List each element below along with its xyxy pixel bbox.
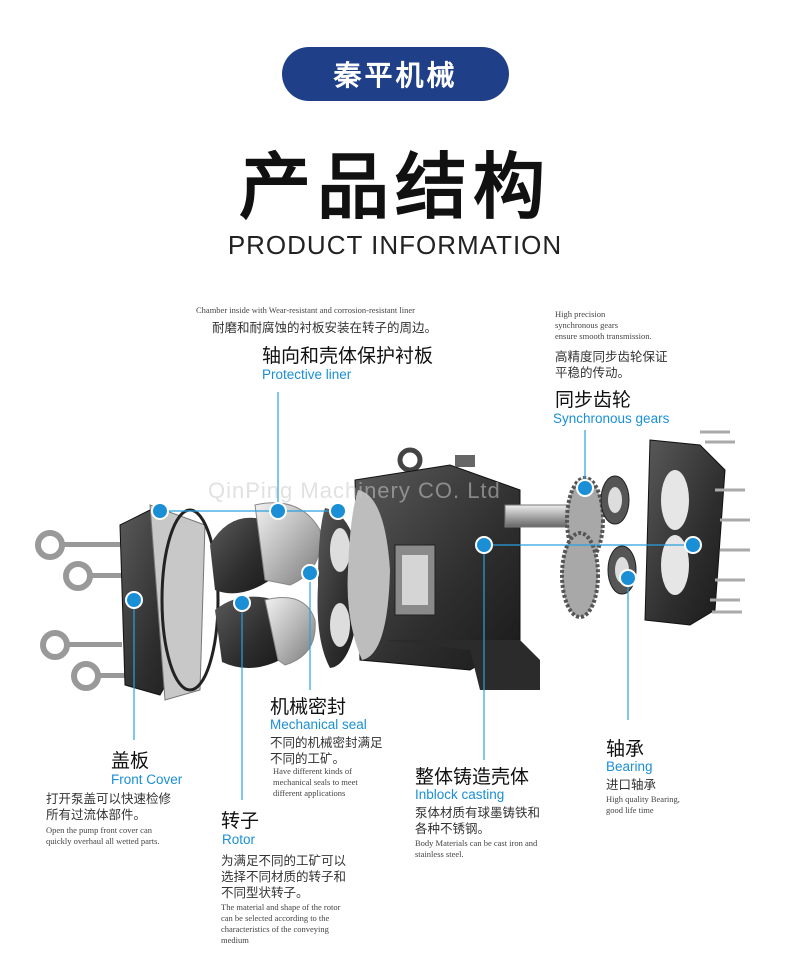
rotor-cn-title: 转子 — [221, 810, 260, 832]
rotors — [210, 502, 322, 669]
gears-en-note-1: High precision — [555, 309, 606, 319]
casting-en-title: Inblock casting — [415, 787, 505, 802]
cover-en-note-1: Open the pump front cover can — [46, 825, 152, 835]
bearing-en-note-2: good life time — [606, 805, 654, 815]
rotor-en-note-1: The material and shape of the rotor — [221, 902, 341, 912]
bearing-cn-note: 进口轴承 — [606, 777, 657, 792]
o-ring — [160, 508, 220, 692]
rotor-en-title: Rotor — [222, 832, 256, 847]
gears-cn-note-2: 平稳的传动。 — [555, 365, 631, 380]
cover-cn-title: 盖板 — [111, 750, 150, 772]
cover-cn-note-2: 所有过流体部件。 — [46, 807, 147, 822]
rotor-cn-note-1: 为满足不同的工矿可以 — [221, 853, 347, 868]
rotor-en-note-2: can be selected according to the — [221, 913, 330, 923]
eye-bolts — [35, 530, 138, 691]
brand-badge: 秦平机械 — [282, 47, 509, 101]
seal-en-note-2: mechanical seals to meet — [273, 777, 358, 787]
seal-cn-title: 机械密封 — [270, 696, 347, 718]
seal-cn-note-2: 不同的工矿。 — [270, 751, 346, 766]
gears-cn-note-1: 高精度同步齿轮保证 — [555, 349, 668, 364]
casting-en-note-1: Body Materials can be cast iron and — [415, 838, 538, 848]
casting-cn-note-1: 泵体材质有球墨铸铁和 — [415, 805, 541, 820]
rotor-cn-note-2: 选择不同材质的转子和 — [221, 869, 347, 884]
gears-cn-title: 同步齿轮 — [555, 389, 632, 411]
bearing-en-title: Bearing — [606, 759, 653, 774]
casting-en-note-2: stainless steel. — [415, 849, 464, 859]
seal-en-title: Mechanical seal — [270, 717, 367, 732]
rear-gear-cover — [644, 439, 726, 626]
pump-casing — [347, 447, 540, 690]
seal-en-note-3: different applications — [273, 788, 346, 798]
cover-en-title: Front Cover — [111, 772, 183, 787]
liner-cn-title: 轴向和壳体保护衬板 — [262, 345, 434, 367]
rotor-en-note-3: characteristics of the conveying — [221, 924, 329, 934]
watermark: QinPing Machinery CO. Ltd — [208, 478, 501, 503]
gears-en-title: Synchronous gears — [553, 411, 670, 426]
casting-cn-title: 整体铸造壳体 — [415, 766, 530, 788]
gears-en-note-2: synchronous gears — [555, 320, 619, 330]
leader-lines — [133, 392, 693, 800]
casting-cn-note-2: 各种不锈钢。 — [415, 821, 491, 836]
rotor-en-note-4: medium — [221, 935, 249, 945]
page-title: 产品结构 — [238, 145, 551, 229]
synchronous-gears — [560, 476, 605, 619]
cover-cn-note-1: 打开泵盖可以快速检修 — [46, 791, 172, 806]
liner-cn-note: 耐磨和耐腐蚀的衬板安装在转子的周边。 — [212, 320, 438, 335]
liner-en-note: Chamber inside with Wear-resistant and c… — [196, 305, 415, 315]
seal-en-note-1: Have different kinds of — [273, 766, 352, 776]
leader-dots — [125, 479, 702, 612]
gears-en-note-3: ensure smooth transmission. — [555, 331, 652, 341]
page-subtitle: PRODUCT INFORMATION — [227, 230, 563, 260]
rotor-cn-note-3: 不同型状转子。 — [221, 885, 309, 900]
bearing-en-note-1: High quality Bearing, — [606, 794, 680, 804]
front-cover — [119, 504, 206, 701]
seal-cn-note-1: 不同的机械密封满足 — [270, 735, 383, 750]
rear-bolts — [700, 430, 750, 614]
cover-en-note-2: quickly overhaul all wetted parts. — [46, 836, 160, 846]
liner-en-title: Protective liner — [262, 367, 352, 382]
bearing-cn-title: 轴承 — [606, 738, 645, 760]
